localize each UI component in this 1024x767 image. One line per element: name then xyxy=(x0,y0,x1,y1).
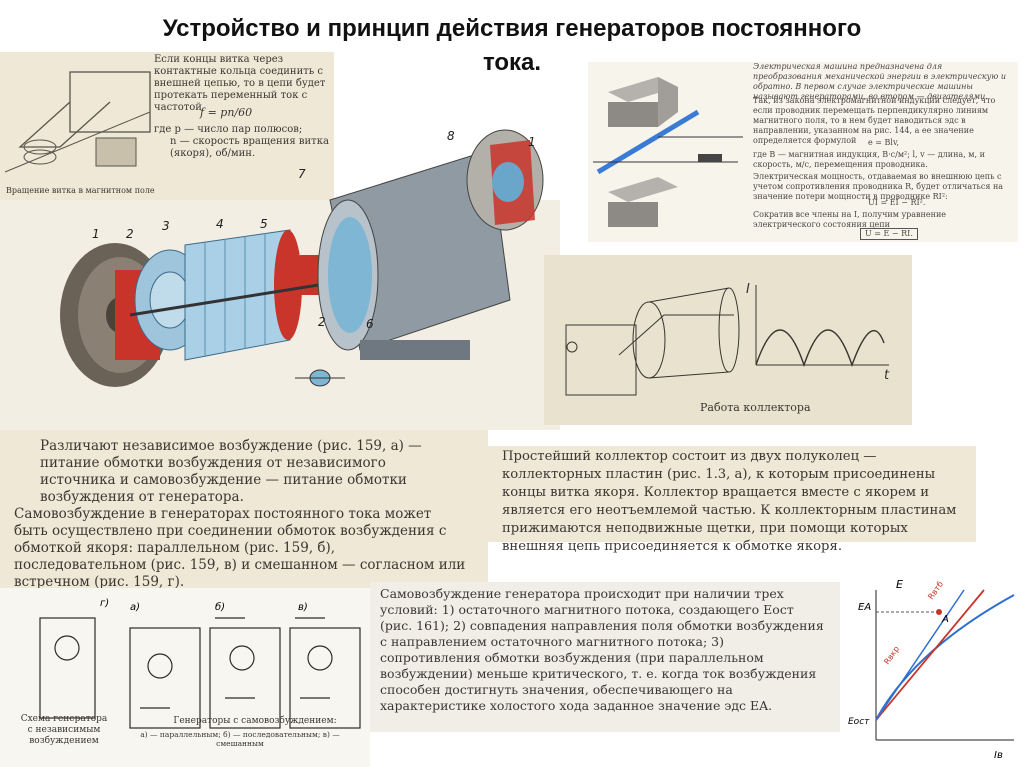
curve-label-ib: Iв xyxy=(994,750,1003,761)
field-resistance-line xyxy=(875,589,985,721)
characteristic-curve-figure: EA E A Eост Iв Rвтб Rвкр xyxy=(848,578,1015,761)
part-label: 1 xyxy=(528,135,536,149)
part-label: 3 xyxy=(162,219,170,233)
part-label: 1 xyxy=(92,227,100,241)
curve-label-eost: Eост xyxy=(848,717,870,727)
induction-formula-3: U = E − RI. xyxy=(860,228,918,240)
curve-label-a: A xyxy=(941,614,949,625)
stator-yoke xyxy=(317,149,511,360)
clip-self-excitation: Самовозбуждение генератора происходит пр… xyxy=(370,582,840,732)
curve-label-r1: Rвтб xyxy=(926,580,945,601)
curve-label-r2: Rвкр xyxy=(882,644,901,666)
scheme-letter: г) xyxy=(100,598,109,609)
slide-title-line1: Устройство и принцип действия генераторо… xyxy=(162,15,862,42)
part-label: 2 xyxy=(318,315,326,329)
rear-shield xyxy=(466,129,544,231)
part-label: 5 xyxy=(260,217,268,231)
induction-paragraph-2: Электрическая мощность, отдаваемая во вн… xyxy=(753,172,1004,201)
commutator-figure: I t xyxy=(565,282,890,396)
clip-commutator: I t Работа коллектора xyxy=(544,255,912,425)
clip-loop-rotation: Если концы витка через контактные кольца… xyxy=(0,52,334,202)
commutator-caption: Работа коллектора xyxy=(700,401,811,414)
induction-formula-2: UI = EI − RI². xyxy=(868,198,926,207)
part-label: 6 xyxy=(366,317,374,331)
part-label: 8 xyxy=(447,129,455,143)
part-label: 2 xyxy=(126,227,134,241)
scheme-caption-self-sub: а) — параллельным; б) — последовательным… xyxy=(140,730,340,748)
loop-rotation-caption: Вращение витка в магнитном поле xyxy=(6,186,155,195)
slide-title-line2: тока. xyxy=(482,49,542,76)
loop-rotation-text: Если концы витка через контактные кольца… xyxy=(154,54,326,113)
self-excitation-text: Самовозбуждение генератора происходит пр… xyxy=(380,586,824,713)
slide-title: Устройство и принцип действия генераторо… xyxy=(60,12,964,80)
induction-paragraph-3: Сократив все члены на I, получим уравнен… xyxy=(753,210,947,229)
operating-point xyxy=(936,609,942,615)
clip-excitation: Различают независимое возбуждение (рис. … xyxy=(0,430,488,590)
circuit-schemes-figure: а) б) в) г) xyxy=(39,598,361,729)
loop-rotation-legend-n: n — скорость вращения витка (якоря), об/… xyxy=(170,136,329,159)
induction-legend: где B — магнитная индукция, В·с/м²; l, v… xyxy=(753,150,985,169)
rectified-wave xyxy=(755,329,885,368)
part-label: 7 xyxy=(298,167,306,181)
scheme-letter: а) xyxy=(130,602,140,613)
induction-paragraph-1: Так, из закона электромагнитной индукции… xyxy=(753,96,996,145)
induction-header: Электрическая машина предназначена для п… xyxy=(753,62,1007,101)
excitation-paragraph-1: Различают независимое возбуждение (рис. … xyxy=(40,438,422,505)
clip-circuit-schemes: а) б) в) г) Схема генератора с независим… xyxy=(0,588,370,767)
critical-resistance-line xyxy=(875,589,965,721)
clip-simplest-commutator: Простейший коллектор состоит из двух пол… xyxy=(488,446,976,554)
loop-rotation-formula: f = pn/60 xyxy=(200,106,253,119)
part-label: 4 xyxy=(216,217,224,231)
commutator-axis-i-label: I xyxy=(746,282,750,297)
clip-characteristic-curve: EA E A Eост Iв Rвтб Rвкр xyxy=(844,570,1024,767)
commutator-axis-t-label: t xyxy=(884,368,890,383)
armature xyxy=(184,229,302,361)
simplest-commutator-text: Простейший коллектор состоит из двух пол… xyxy=(502,449,957,554)
scheme-letter: б) xyxy=(215,601,225,613)
loop-rotation-legend-p: где p — число пар полюсов; xyxy=(154,124,303,135)
scheme-caption-self: Генераторы с самовозбуждением: xyxy=(173,716,337,726)
clip-induction: Электрическая машина предназначена для п… xyxy=(588,62,1018,242)
loop-rotation-figure xyxy=(4,71,151,173)
curve-label-ea: EA xyxy=(858,602,871,613)
generator-exploded-drawing: 1 2 3 4 5 7 8 1 2 6 xyxy=(60,129,544,387)
induction-formula-1: e = Blv, xyxy=(868,138,900,147)
no-load-curve xyxy=(875,594,1015,721)
scheme-caption-independent: Схема генератора с независимым возбужден… xyxy=(20,714,108,746)
scheme-letter: в) xyxy=(298,602,308,613)
curve-label-e: E xyxy=(896,578,903,591)
induction-figure xyxy=(593,77,743,227)
excitation-paragraph-2: Самовозбуждение в генераторах постоянног… xyxy=(14,506,466,590)
